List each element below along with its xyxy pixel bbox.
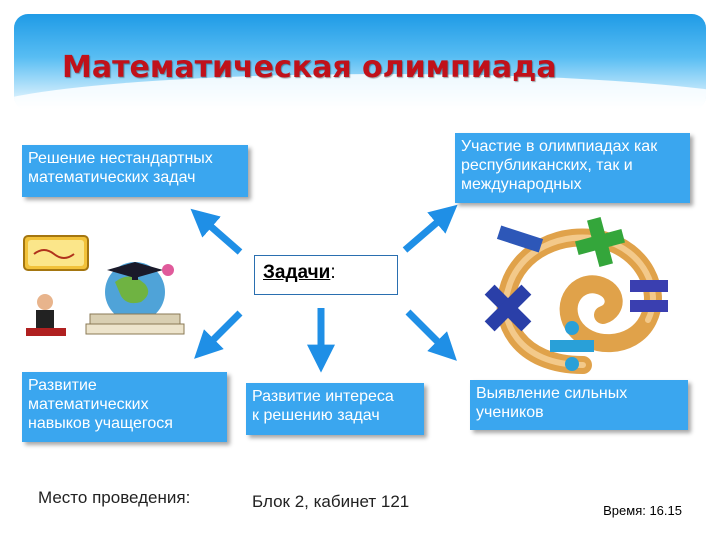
header-banner <box>14 14 706 110</box>
box-strong-students: Выявление сильных учеников <box>470 380 688 430</box>
box-text-line: Развитие <box>28 377 97 394</box>
box-text-line: к решению задач <box>252 407 380 424</box>
center-node-colon: : <box>330 262 336 283</box>
arrow-to-bottom-left <box>194 310 243 359</box>
center-node-tasks: Задачи: <box>254 255 398 295</box>
box-text-line: республиканских, так и <box>461 157 633 174</box>
olympiad-illustration-icon <box>23 235 185 336</box>
arrow-to-top-right <box>402 204 458 253</box>
box-olympiad-participation: Участие в олимпиадах как республиканских… <box>455 133 690 203</box>
box-text-line: Выявление сильных <box>476 385 628 402</box>
page-title: Математическая олимпиада <box>62 50 557 85</box>
box-text-line: Развитие интереса <box>252 388 394 405</box>
venue-value: Блок 2, кабинет 121 <box>252 492 410 511</box>
box-text-line: математических задач <box>28 169 196 186</box>
box-text-line: Участие в олимпиадах как <box>461 138 658 155</box>
box-text-line: математических <box>28 396 149 413</box>
arrow-to-top-left <box>190 208 243 255</box>
box-nonstandard-problems: Решение нестандартных математических зад… <box>22 145 248 197</box>
venue-label: Место проведения: <box>38 488 191 507</box>
box-text-line: учеников <box>476 404 544 421</box>
math-symbols-illustration-icon <box>484 217 668 374</box>
box-text-line: международных <box>461 176 582 193</box>
center-node-label: Задачи <box>263 262 331 283</box>
box-text-line: Решение нестандартных <box>28 150 213 167</box>
box-interest-development: Развитие интереса к решению задач <box>246 383 424 435</box>
box-skills-development: Развитие математических навыков учащегос… <box>22 372 227 442</box>
time-label: Время: 16.15 <box>603 503 682 518</box>
box-text-line: навыков учащегося <box>28 415 173 432</box>
arrow-to-bottom-right <box>405 309 457 361</box>
